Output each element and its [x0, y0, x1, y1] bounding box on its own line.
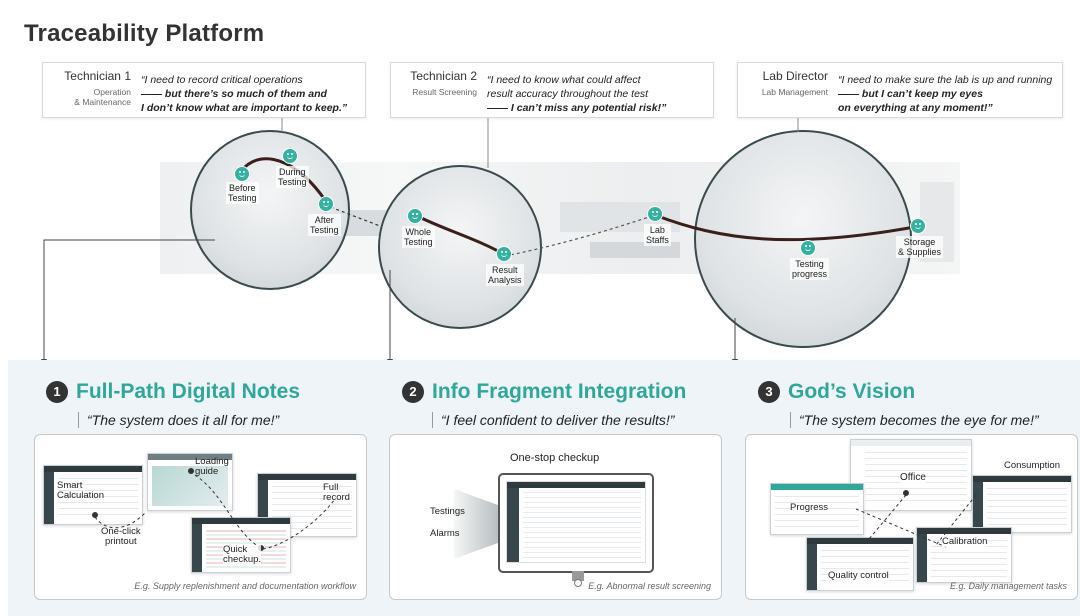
- smiley-icon: [407, 208, 423, 224]
- callout-quality-control: Quality control: [828, 570, 889, 581]
- feature-heading: Full-Path Digital Notes: [76, 380, 301, 403]
- stage-after-testing: After Testing: [308, 214, 341, 236]
- screen-thumbnail: [850, 439, 972, 511]
- screen-thumbnail: [916, 527, 1012, 583]
- feature-number: 2: [402, 381, 424, 403]
- callout-full-record: Full record: [323, 482, 350, 503]
- feature-1-title: 1 Full-Path Digital Notes: [46, 380, 300, 404]
- persona-dept: Result Screening: [412, 87, 477, 97]
- callout-loading-guide: Loading guide: [195, 456, 229, 477]
- persona-dept: Lab Management: [761, 87, 828, 97]
- persona-role: Technician 1: [64, 69, 131, 83]
- smiley-icon: [800, 240, 816, 256]
- feature-1-example: E.g. Supply replenishment and documentat…: [134, 581, 356, 591]
- persona-card-technician-1: Technician 1 Operation & Maintenance “I …: [42, 62, 366, 118]
- stage-whole-testing: Whole Testing: [402, 226, 435, 248]
- feature-3-quote: “The system becomes the eye for me!”: [790, 412, 1039, 428]
- stage-lab-staffs: Lab Staffs: [644, 224, 671, 246]
- stage-testing-progress: Testing progress: [790, 258, 830, 280]
- callout-quick-checkup: Quick checkup.: [223, 544, 262, 565]
- smiley-icon: [647, 206, 663, 222]
- feature-number: 1: [46, 381, 68, 403]
- stage-result-analysis: Result Analysis: [486, 264, 524, 286]
- monitor-graphic: [498, 473, 654, 587]
- persona-card-technician-2: Technician 2 Result Screening “I need to…: [390, 62, 714, 118]
- callout-one-click-printout: One-click printout: [101, 526, 141, 547]
- feature-heading: God’s Vision: [788, 380, 916, 403]
- stage-during-testing: During Testing: [276, 166, 309, 188]
- smiley-icon: [234, 166, 250, 182]
- persona-role: Lab Director: [762, 69, 828, 83]
- persona-dept: Operation: [93, 87, 131, 97]
- smiley-icon: [282, 148, 298, 164]
- feature-2-example: E.g. Abnormal result screening: [588, 581, 711, 591]
- persona-role: Technician 2: [410, 69, 477, 83]
- persona-quote: “I need to know what could affect result…: [487, 74, 667, 114]
- persona-card-lab-director: Lab Director Lab Management “I need to m…: [737, 62, 1063, 118]
- callout-alarms: Alarms: [430, 528, 460, 539]
- callout-smart-calculation: Smart Calculation: [57, 480, 104, 501]
- smiley-icon: [496, 246, 512, 262]
- callout-testings: Testings: [430, 506, 465, 517]
- feature-3-panel: Office Consumption Progress Calibration …: [745, 434, 1078, 600]
- feature-1-panel: Smart Calculation Loading guide Full rec…: [34, 434, 367, 600]
- callout-consumption: Consumption: [1004, 460, 1060, 471]
- callout-one-stop-checkup: One-stop checkup: [510, 452, 600, 464]
- feature-number: 3: [758, 381, 780, 403]
- funnel-graphic: [454, 489, 502, 559]
- callout-calibration: Calibration: [942, 536, 988, 547]
- feature-2-quote: “I feel confident to deliver the results…: [432, 412, 674, 428]
- flow-arrows: [92, 468, 336, 551]
- smiley-icon: [318, 196, 334, 212]
- feature-2-panel: One-stop checkup Testings Alarms E.g. Ab…: [389, 434, 722, 600]
- page-title: Traceability Platform: [24, 20, 265, 47]
- smiley-icon: [910, 218, 926, 234]
- stage-before-testing: Before Testing: [226, 182, 259, 204]
- screen-thumbnail: [972, 475, 1072, 533]
- feature-heading: Info Fragment Integration: [432, 380, 687, 403]
- persona-quote: “I need to make sure the lab is up and r…: [838, 74, 1053, 114]
- feature-3-example: E.g. Daily management tasks: [949, 581, 1067, 591]
- persona-quote: “I need to record critical operations ——…: [141, 74, 348, 114]
- callout-progress: Progress: [790, 502, 829, 513]
- stage-storage-supplies: Storage & Supplies: [896, 236, 944, 258]
- persona-dept: & Maintenance: [74, 97, 131, 107]
- feature-1-quote: “The system does it all for me!”: [78, 412, 279, 428]
- flow-arrows: [855, 490, 977, 548]
- callout-office: Office: [900, 472, 926, 483]
- feature-2-title: 2 Info Fragment Integration: [402, 380, 686, 404]
- feature-3-title: 3 God’s Vision: [758, 380, 915, 404]
